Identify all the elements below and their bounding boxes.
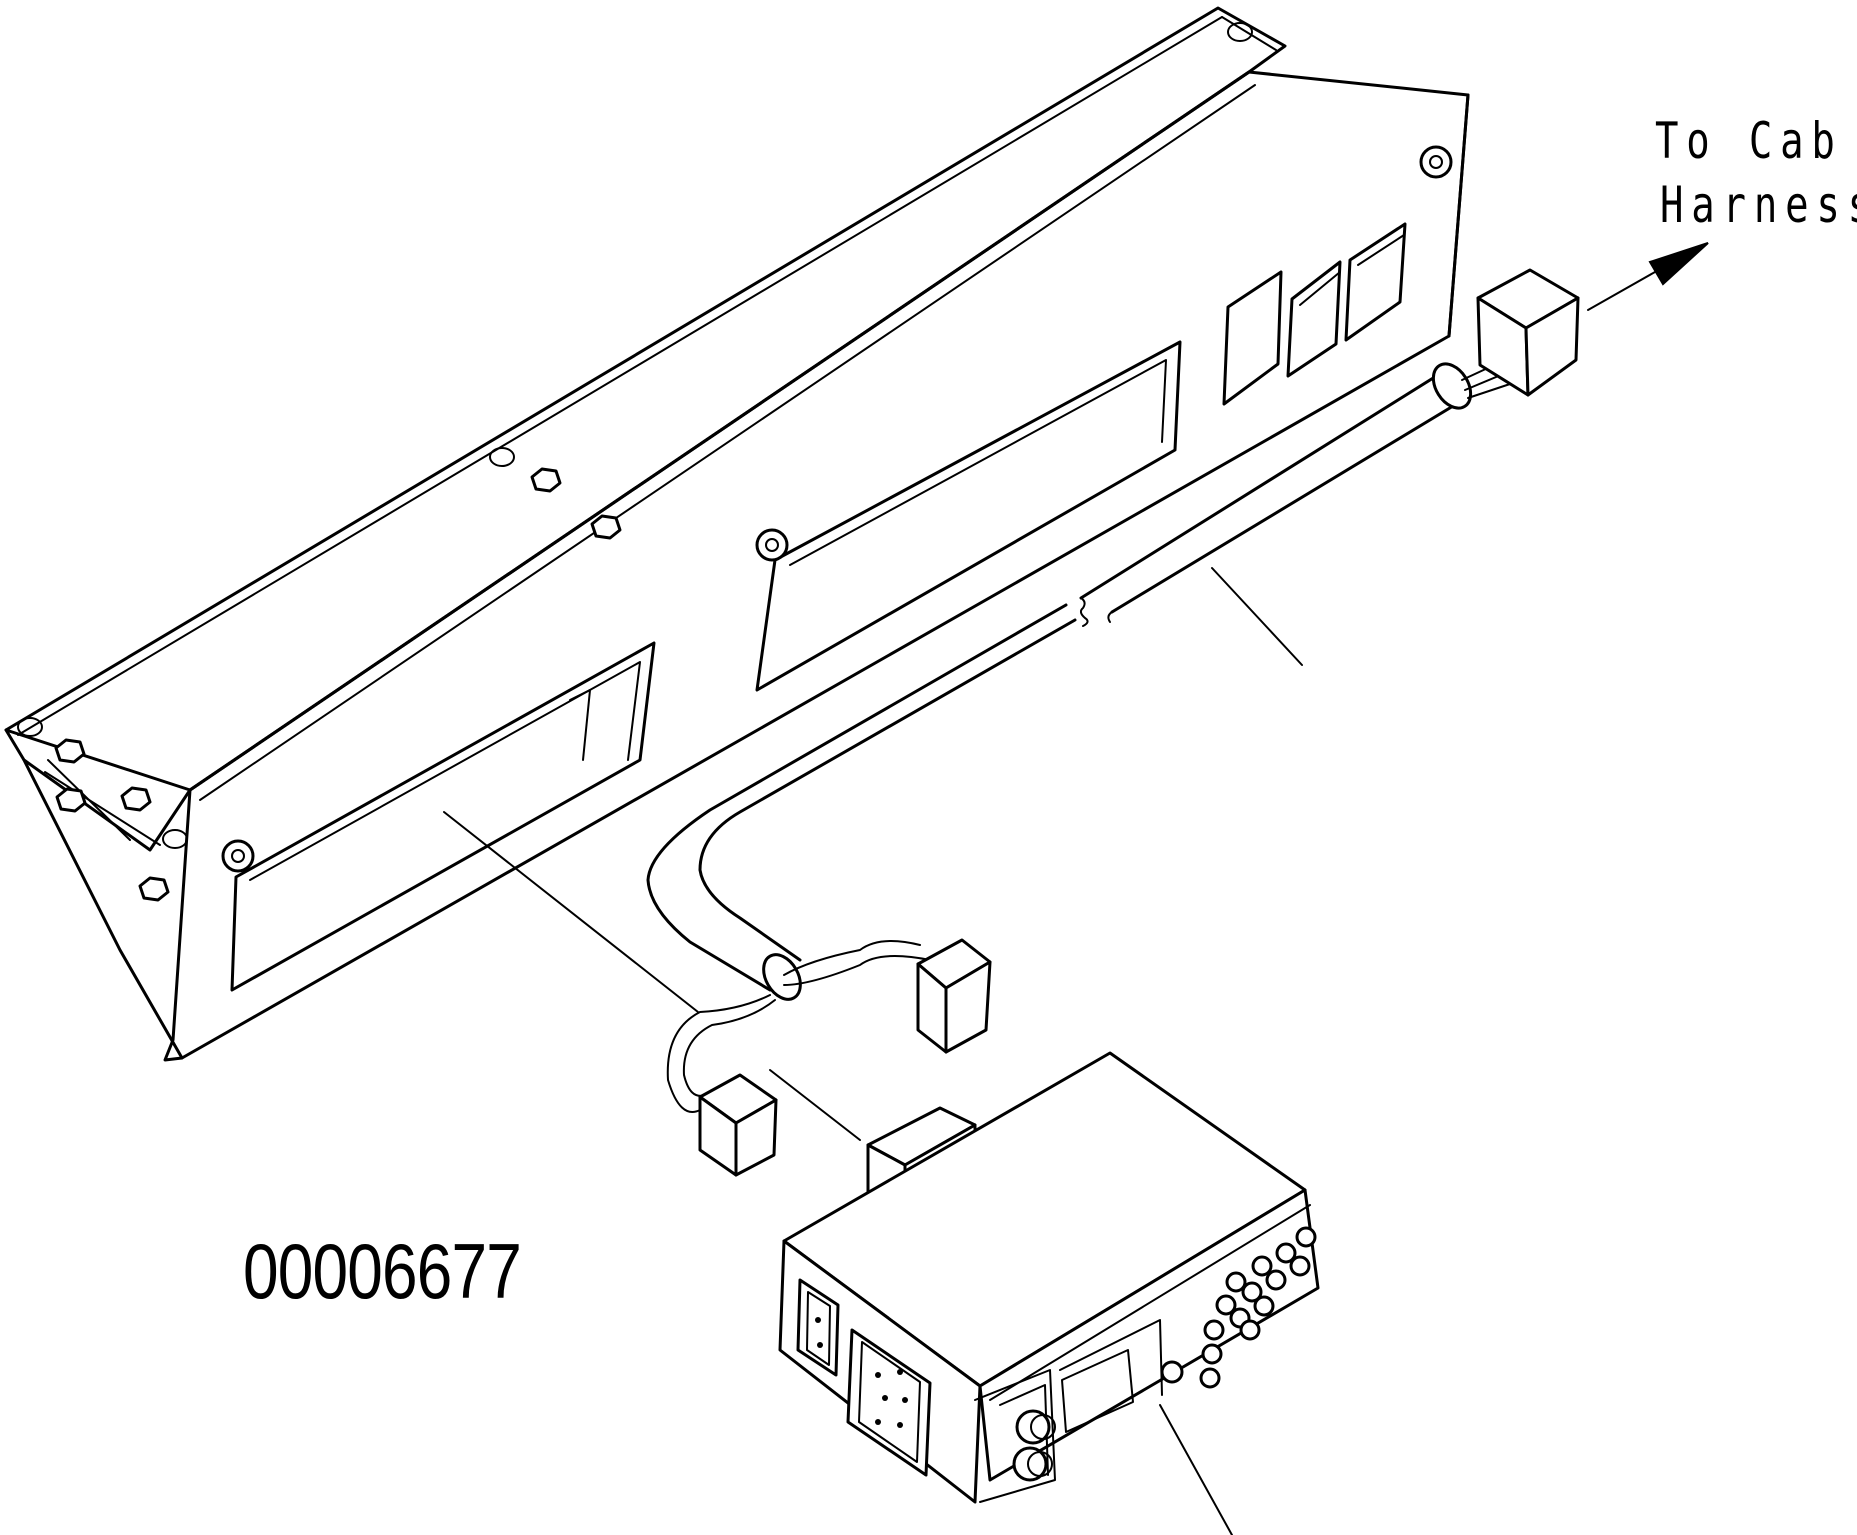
panel-cutout-left bbox=[230, 641, 656, 992]
fastener-holes bbox=[17, 22, 1253, 849]
drawing-number: 00006677 bbox=[243, 1227, 522, 1315]
preset-buttons bbox=[1199, 1226, 1317, 1389]
leader-line-radio-mount bbox=[769, 1069, 861, 1141]
panel-cutout-center bbox=[755, 340, 1182, 692]
clip-nut-icon bbox=[221, 145, 1453, 873]
arrow-icon bbox=[1587, 242, 1709, 311]
switch-cutouts bbox=[1222, 222, 1407, 406]
wire-harness bbox=[646, 359, 1511, 1113]
knob-icon bbox=[1012, 1409, 1056, 1482]
radio-unit bbox=[778, 1051, 1320, 1504]
side-connector-ports bbox=[796, 1278, 932, 1477]
callout-label-to-cab: To Cab bbox=[1655, 112, 1843, 170]
mounting-bracket bbox=[4, 6, 1470, 1062]
leader-lines bbox=[443, 567, 1303, 1535]
leader-line-harness bbox=[1211, 567, 1303, 666]
callout-label-harness: Harness bbox=[1660, 176, 1857, 234]
leader-line-radio bbox=[1159, 1404, 1233, 1535]
nut-icon bbox=[54, 467, 622, 902]
connector-cab-side bbox=[1476, 268, 1580, 397]
connector-radio-a bbox=[916, 938, 992, 1054]
connector-radio-b bbox=[698, 1073, 778, 1177]
leader-line-bracket bbox=[443, 811, 699, 1013]
